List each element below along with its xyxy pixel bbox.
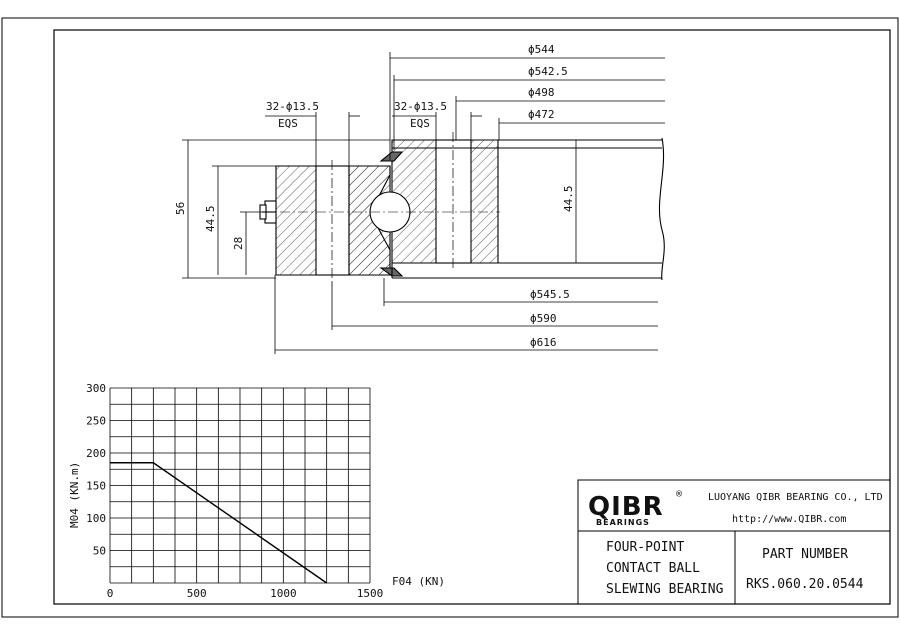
dim-h44-5-left: 44.5 (204, 206, 217, 233)
dim-h56: 56 (174, 202, 187, 215)
x-tick-label: 0 (107, 587, 114, 600)
description-line-1: FOUR-POINT (606, 540, 684, 555)
dim-d542-5: ϕ542.5 (528, 65, 568, 78)
dim-d544: ϕ544 (528, 43, 555, 56)
dim-d616: ϕ616 (530, 336, 557, 349)
logo-registered-mark: ® (676, 489, 683, 500)
bottom-dimension-labels: ϕ545.5 ϕ590 ϕ616 (530, 288, 570, 349)
y-tick-label: 200 (86, 447, 106, 460)
dim-holes-outer-eqs: EQS (278, 117, 298, 130)
dim-d545-5: ϕ545.5 (530, 288, 570, 301)
vertical-dimension-labels: 56 44.5 28 44.5 (174, 186, 575, 251)
part-number-label: PART NUMBER (762, 547, 848, 562)
title-block (577, 479, 891, 605)
dim-d472: ϕ472 (528, 108, 555, 121)
chart-y-ticks: 50 100 150 200 250 300 (86, 382, 106, 558)
description-line-2: CONTACT BALL (606, 561, 700, 576)
vertical-dimension-lines (182, 139, 577, 279)
top-seal (379, 151, 404, 162)
dim-h44-5-right: 44.5 (562, 186, 575, 213)
inner-ring-bolt-hole (435, 139, 472, 264)
dim-holes-outer: 32-ϕ13.5 (266, 100, 319, 113)
company-website: http://www.QIBR.com (732, 514, 846, 525)
part-number-value: RKS.060.20.0544 (746, 577, 864, 592)
chart-x-ticks: 0 500 1000 1500 (107, 587, 384, 600)
company-logo: QIBR ® BEARINGS (588, 489, 683, 527)
outer-border (1, 17, 899, 618)
x-tick-label: 1500 (357, 587, 384, 600)
top-dimension-labels: ϕ544 ϕ542.5 ϕ498 ϕ472 32-ϕ13.5 EQS 32-ϕ1… (266, 43, 568, 130)
chart-y-label: M04 (KN.m) (68, 462, 81, 528)
y-tick-label: 300 (86, 382, 106, 395)
y-tick-label: 150 (86, 480, 106, 493)
dim-d590: ϕ590 (530, 312, 557, 325)
y-tick-label: 250 (86, 415, 106, 428)
chart-grid (109, 387, 371, 584)
y-tick-label: 100 (86, 512, 106, 525)
bottom-dimension-lines (274, 275, 658, 354)
chart-x-label: F04 (KN) (392, 575, 445, 588)
dim-d498: ϕ498 (528, 86, 555, 99)
dim-holes-inner: 32-ϕ13.5 (394, 100, 447, 113)
load-chart: 50 100 150 200 250 300 0 500 1000 1500 M04 (KN.m… (68, 382, 445, 600)
logo-text: QIBR (588, 492, 664, 522)
x-tick-label: 1000 (270, 587, 297, 600)
inner-border (53, 29, 891, 605)
outer-ring-bolt-hole (315, 165, 350, 276)
load-curve-line (110, 462, 328, 584)
dim-h28: 28 (232, 237, 245, 250)
description-line-3: SLEWING BEARING (606, 582, 724, 597)
logo-subtext: BEARINGS (596, 518, 650, 527)
x-tick-label: 500 (187, 587, 207, 600)
top-dimension-lines (265, 52, 665, 166)
y-tick-label: 50 (93, 545, 106, 558)
mounting-bolt (259, 200, 277, 224)
dim-holes-inner-eqs: EQS (410, 117, 430, 130)
bearing-cross-section (259, 132, 665, 282)
company-name: LUOYANG QIBR BEARING CO., LTD (708, 492, 883, 503)
